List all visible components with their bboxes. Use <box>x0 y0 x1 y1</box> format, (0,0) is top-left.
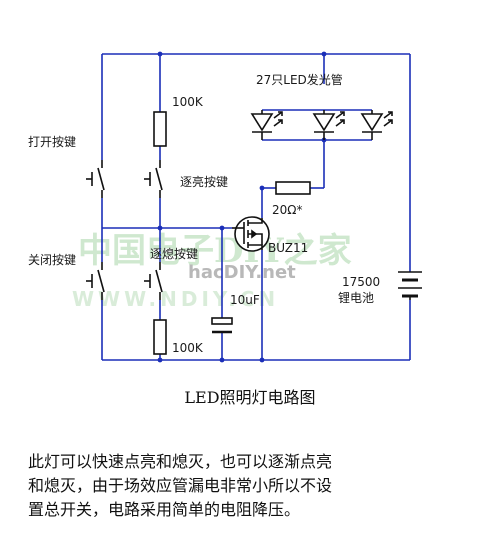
label-r-top: 100K <box>172 95 204 109</box>
watermark-logo: hacDIY.net <box>188 262 296 283</box>
label-btn-brighten: 逐亮按键 <box>180 174 228 189</box>
button-dim-switch <box>144 262 163 300</box>
button-open-switch <box>86 160 105 198</box>
label-capacitor: 10uF <box>230 293 260 307</box>
label-r-series: 20Ω* <box>272 203 302 217</box>
wires <box>101 53 411 361</box>
button-close-switch <box>86 262 105 300</box>
capacitor-10uf <box>211 317 233 334</box>
label-btn-dim: 逐熄按键 <box>150 247 198 261</box>
label-battery-cap: 17500 <box>342 275 380 289</box>
label-mosfet: BUZ11 <box>268 241 308 255</box>
led-1 <box>250 110 283 140</box>
description-line: 和熄灭，由于场效应管漏电非常小所以不设 <box>28 476 333 495</box>
button-brighten-switch <box>144 160 163 198</box>
watermark-cn: 中国电子DIY之家 <box>78 231 352 271</box>
label-led-group: 27只LED发光管 <box>256 72 343 87</box>
label-btn-open: 打开按键 <box>28 135 76 149</box>
battery-17500 <box>398 271 422 300</box>
mosfet-buz11 <box>232 216 270 252</box>
circuit-diagram: 中国电子DIY之家 WWW.NDIY.CN hacDIY.net <box>28 51 422 363</box>
resistor-100k-bottom <box>153 319 167 355</box>
diagram-caption: LED照明灯电路图 <box>184 388 316 407</box>
watermark-en: WWW.NDIY.CN <box>72 287 279 311</box>
label-btn-close: 关闭按键 <box>28 253 76 267</box>
led-3 <box>360 110 393 140</box>
description-line: 此灯可以快速点亮和熄灭，也可以逐渐点亮 <box>28 452 333 471</box>
resistor-100k-top <box>153 111 167 147</box>
led-2 <box>312 110 345 140</box>
resistor-20ohm <box>275 181 311 195</box>
label-battery-type: 锂电池 <box>338 290 374 305</box>
watermark: 中国电子DIY之家 WWW.NDIY.CN hacDIY.net <box>72 231 352 311</box>
description: 此灯可以快速点亮和熄灭，也可以逐渐点亮 和熄灭，由于场效应管漏电非常小所以不设 … <box>28 450 478 522</box>
description-line: 置总开关，电路采用简单的电阻降压。 <box>28 500 301 519</box>
label-r-bottom: 100K <box>172 341 204 355</box>
